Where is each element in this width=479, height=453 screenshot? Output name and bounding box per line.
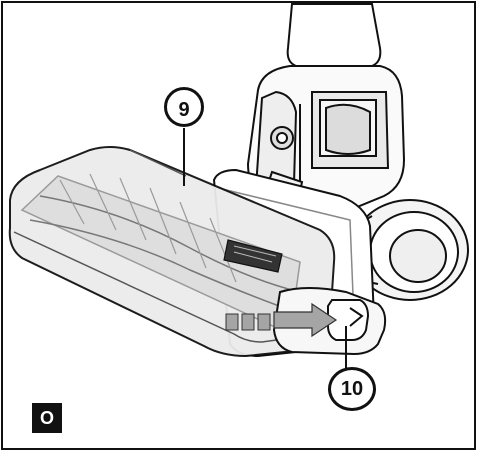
- callout-leaders: [183, 128, 347, 368]
- slide-direction-arrow: [225, 302, 338, 338]
- pivot-joint: [246, 65, 406, 219]
- panel-letter-tag: O: [32, 403, 62, 433]
- brush-bar-cover: [8, 146, 336, 358]
- callout-9: 9: [164, 87, 204, 127]
- roller-wheel: [351, 199, 469, 301]
- callout-10: 10: [328, 367, 376, 411]
